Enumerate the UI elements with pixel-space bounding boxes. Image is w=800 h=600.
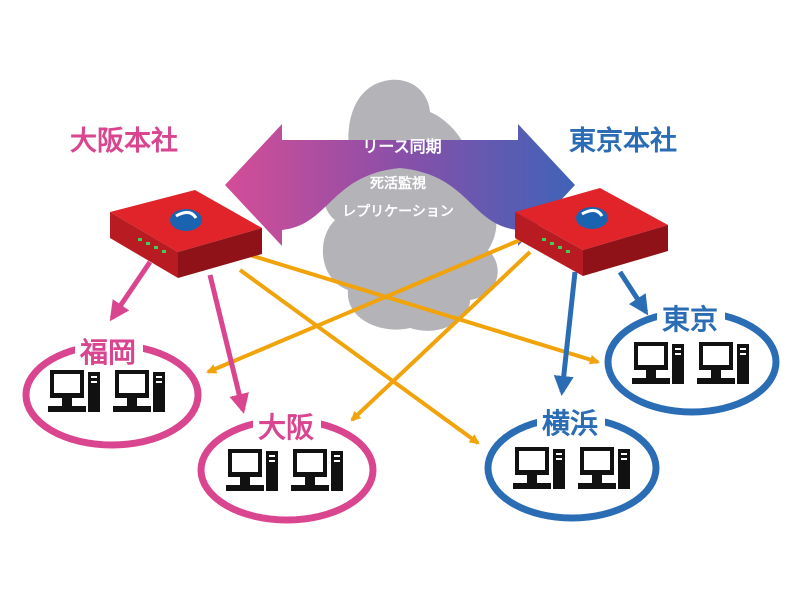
osaka-hq-router-icon [110,190,262,278]
yokohama-pcs [513,447,630,489]
osaka-links [109,260,249,414]
link-osaka-hq-to-osaka [207,274,249,414]
osaka-site-label: 大阪 [258,411,314,444]
sync-replication-label: レプリケーション [342,204,454,220]
sync-arrow [225,124,575,246]
osaka-hq-label: 大阪本社 [70,125,178,157]
desktop-computer-icon [291,449,343,491]
desktop-computer-icon [697,342,749,384]
sync-lease-label: リース同期 [362,137,441,156]
link-tokyo-hq-to-fukuoka-site [206,238,521,374]
tokyo-site-label-group: 東京 [657,300,725,336]
tokyo-hq-router-icon [515,188,668,276]
tokyo-site-label: 東京 [662,303,718,336]
yokohama-site-label: 横浜 [542,407,598,440]
desktop-computer-icon [226,449,278,491]
fukuoka-site-label-group: 福岡 [75,333,143,369]
tokyo-hq-label: 東京本社 [569,125,677,157]
tokyo-pcs [632,342,749,384]
desktop-computer-icon [578,447,630,489]
sync-heartbeat-label: 死活監視 [369,175,426,192]
fukuoka-site-label: 福岡 [79,336,136,369]
yokohama-site-label-group: 横浜 [537,404,605,440]
desktop-computer-icon [48,370,100,412]
osaka-pcs [226,449,343,491]
desktop-computer-icon [513,447,565,489]
link-osaka-hq-to-yokohama-site [238,268,480,445]
cross-links [206,238,600,445]
desktop-computer-icon [632,342,684,384]
desktop-computer-icon [113,370,165,412]
link-tokyo-hq-to-tokyo [617,270,649,316]
tokyo-links [553,270,649,396]
link-tokyo-hq-to-osaka-site [350,250,532,422]
link-tokyo-hq-to-yokohama [553,271,578,396]
fukuoka-pcs [48,370,165,412]
osaka-site-label-group: 大阪 [253,408,321,444]
link-osaka-hq-to-fukuoka [109,260,153,322]
link-osaka-hq-to-tokyo-site [239,250,600,365]
